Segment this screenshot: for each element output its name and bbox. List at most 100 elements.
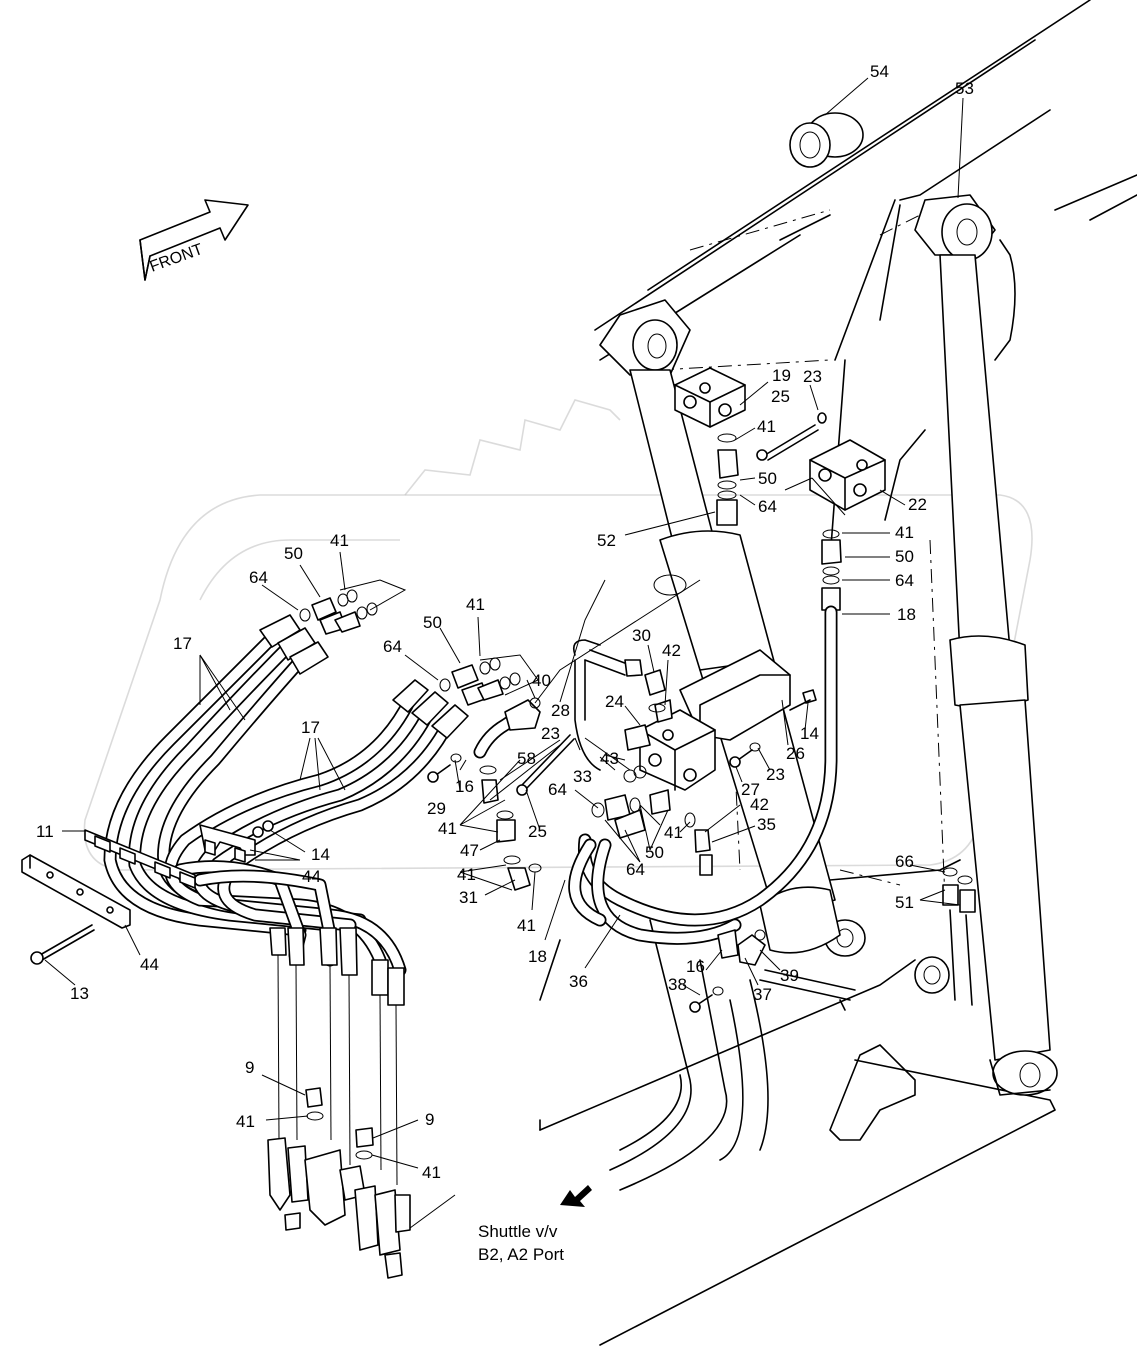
fittings-51-66	[942, 867, 976, 1006]
bolt-25-upper	[756, 412, 827, 461]
shuttle-note-line-2: B2, A2 Port	[478, 1245, 564, 1264]
callout-50: 50	[284, 544, 303, 563]
callout-64: 64	[383, 637, 402, 656]
hose-bundle-17	[103, 623, 457, 977]
callout-23: 23	[803, 367, 822, 386]
watermark	[83, 399, 1033, 871]
callout-23: 23	[541, 724, 560, 743]
callout-41: 41	[895, 523, 914, 542]
clamp-11	[84, 820, 274, 889]
callout-25: 25	[528, 822, 547, 841]
callout-38: 38	[668, 975, 687, 994]
callout-17: 17	[301, 718, 320, 737]
shuttle-note-line-1: Shuttle v/v	[478, 1222, 558, 1241]
callout-35: 35	[757, 815, 776, 834]
callout-16: 16	[686, 957, 705, 976]
bolt-25-lower	[516, 734, 575, 796]
callout-9: 9	[425, 1110, 434, 1129]
callout-26: 26	[786, 744, 805, 763]
callout-19: 19	[772, 366, 791, 385]
callout-50: 50	[895, 547, 914, 566]
callout-40: 40	[532, 671, 551, 690]
bolt-29	[427, 753, 462, 783]
fittings-30-42	[584, 649, 666, 713]
callout-44: 44	[140, 955, 159, 974]
callout-39: 39	[780, 966, 799, 985]
callout-17: 17	[173, 634, 192, 653]
hoses-36	[568, 838, 742, 945]
callout-41: 41	[757, 417, 776, 436]
plug-9-right	[355, 1127, 374, 1160]
callout-30: 30	[632, 626, 651, 645]
callout-22: 22	[908, 495, 927, 514]
callout-16: 16	[455, 777, 474, 796]
callout-42: 42	[750, 795, 769, 814]
fittings-upper-left	[716, 433, 739, 526]
fittings-upper-right	[821, 529, 842, 611]
callout-50: 50	[645, 843, 664, 862]
callout-14: 14	[800, 724, 819, 743]
nut-14-upper	[789, 689, 817, 711]
callout-54: 54	[870, 62, 889, 81]
fittings-cluster-center	[591, 765, 713, 876]
callout-41: 41	[457, 865, 476, 884]
callout-66: 66	[895, 852, 914, 871]
callout-47: 47	[460, 841, 479, 860]
callout-41: 41	[438, 819, 457, 838]
tube-58	[473, 639, 601, 771]
callout-53: 53	[955, 79, 974, 98]
callout-14: 14	[311, 845, 330, 864]
callout-33: 33	[573, 767, 592, 786]
callout-9: 9	[245, 1058, 254, 1077]
hose-ends-upper	[259, 614, 469, 739]
callout-64: 64	[548, 780, 567, 799]
callout-64: 64	[626, 860, 645, 879]
callout-28: 28	[551, 701, 570, 720]
front-arrow	[139, 199, 249, 281]
shuttle-arrow	[560, 1185, 592, 1207]
callout-29: 29	[427, 799, 446, 818]
fittings-lower-center	[717, 929, 856, 1011]
shuttle-adapters	[267, 1137, 411, 1279]
block-22	[809, 439, 886, 511]
pin-right-lower	[914, 956, 950, 994]
bolt-38	[689, 986, 724, 1013]
callout-42: 42	[662, 641, 681, 660]
callout-36: 36	[569, 972, 588, 991]
shuttle-valve-block	[624, 699, 716, 791]
callout-13: 13	[70, 984, 89, 1003]
plug-9-left	[305, 1087, 324, 1121]
callout-58: 58	[517, 749, 536, 768]
callout-41: 41	[664, 823, 683, 842]
callout-27: 27	[741, 780, 760, 799]
callout-51: 51	[895, 893, 914, 912]
block-19	[674, 367, 746, 428]
callout-43: 43	[600, 749, 619, 768]
hose-ends-lower	[269, 927, 405, 1186]
callout-11: 11	[36, 822, 54, 841]
callout-50: 50	[758, 469, 777, 488]
callout-18: 18	[897, 605, 916, 624]
fittings-upper-group-1	[299, 589, 378, 635]
callout-52: 52	[597, 531, 616, 550]
callout-23: 23	[766, 765, 785, 784]
callout-64: 64	[249, 568, 268, 587]
callout-31: 31	[459, 888, 478, 907]
pin-54	[789, 112, 864, 168]
callout-24: 24	[605, 692, 624, 711]
bolt-13	[30, 924, 95, 965]
callout-50: 50	[423, 613, 442, 632]
callout-41: 41	[422, 1163, 441, 1182]
callout-64: 64	[758, 497, 777, 516]
callout-41: 41	[517, 916, 536, 935]
bolt-27	[729, 742, 761, 768]
plate-44	[21, 854, 131, 929]
callout-41: 41	[330, 531, 349, 550]
callout-64: 64	[895, 571, 914, 590]
right-cylinder	[939, 254, 1058, 1096]
callout-labels: FRONT 54 53 19 23 25 41 50 64 22 52 41 5…	[36, 62, 974, 1264]
callout-18: 18	[528, 947, 547, 966]
callout-25: 25	[771, 387, 790, 406]
